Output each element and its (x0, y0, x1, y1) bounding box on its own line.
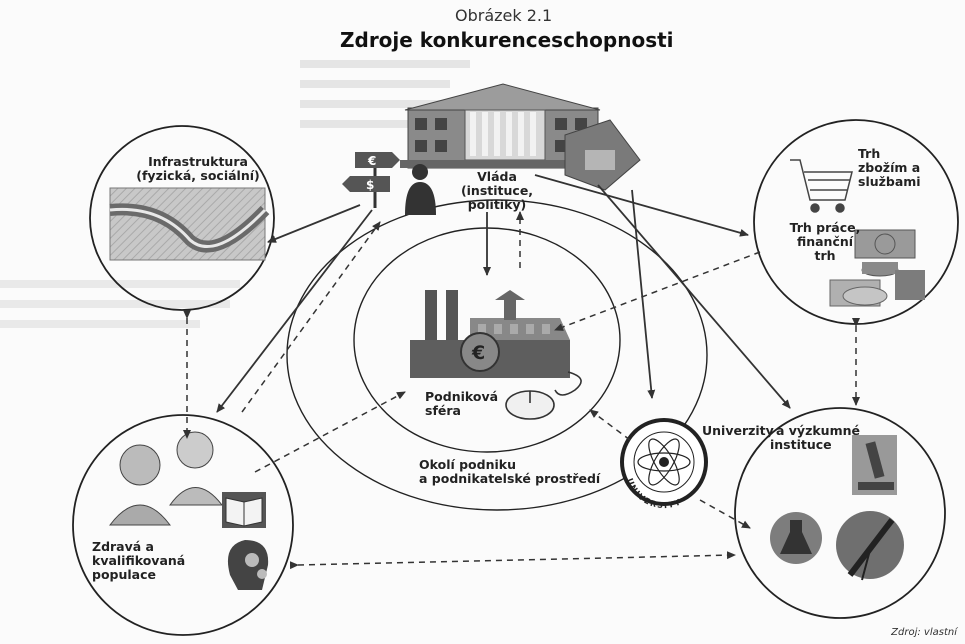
signpost-icon: € $ (342, 152, 436, 215)
figure-title: Zdroje konkurenceschopnosti (340, 28, 674, 52)
euro-coin-icon: € (471, 342, 485, 364)
university-label-first: Univerzity (702, 423, 774, 438)
money-coins-icon (829, 229, 925, 307)
shopping-cart-icon (790, 159, 853, 213)
infrastructure-label: Infrastruktura (fyzická, sociální) (136, 154, 260, 183)
environment-label: Okolí podniku a podnikatelské prostředí (419, 457, 601, 486)
business-sector-label: Podniková sféra (425, 389, 499, 418)
labour-market-label: Trh práce, finanční trh (789, 220, 861, 263)
government-label: Vláda (instituce, politiky) (460, 169, 534, 212)
figure-number: Obrázek 2.1 (455, 6, 553, 25)
dashed-arrows (183, 211, 860, 570)
solid-arrows (216, 174, 791, 413)
goods-market-label: Trh zbožím a službami (858, 146, 921, 189)
computer-mouse-icon (505, 371, 582, 420)
euro-sign-icon: € (367, 154, 376, 168)
dollar-sign-icon: $ (366, 178, 374, 192)
research-circle (734, 407, 946, 619)
infrastructure-road-image (109, 187, 270, 261)
source-note: Zdroj: vlastní (891, 627, 957, 638)
university-seal-icon: UNIVERSITY (620, 418, 708, 510)
lab-flask-icon (770, 512, 822, 564)
head-gears-icon (227, 540, 269, 590)
population-label: Zdravá a kvalifikovaná populace (92, 539, 186, 582)
faded-background-text (0, 60, 470, 328)
microscope-icon (852, 435, 897, 495)
infrastructure-circle (89, 125, 275, 311)
factory-icon: € (410, 290, 570, 378)
university-label-rest: a výzkumné instituce (770, 423, 860, 452)
telescope-icon (836, 511, 904, 581)
book-icon (222, 492, 266, 528)
people-icon (108, 431, 224, 526)
coins-stack-icon (564, 119, 641, 191)
environment-ellipse (286, 199, 708, 511)
